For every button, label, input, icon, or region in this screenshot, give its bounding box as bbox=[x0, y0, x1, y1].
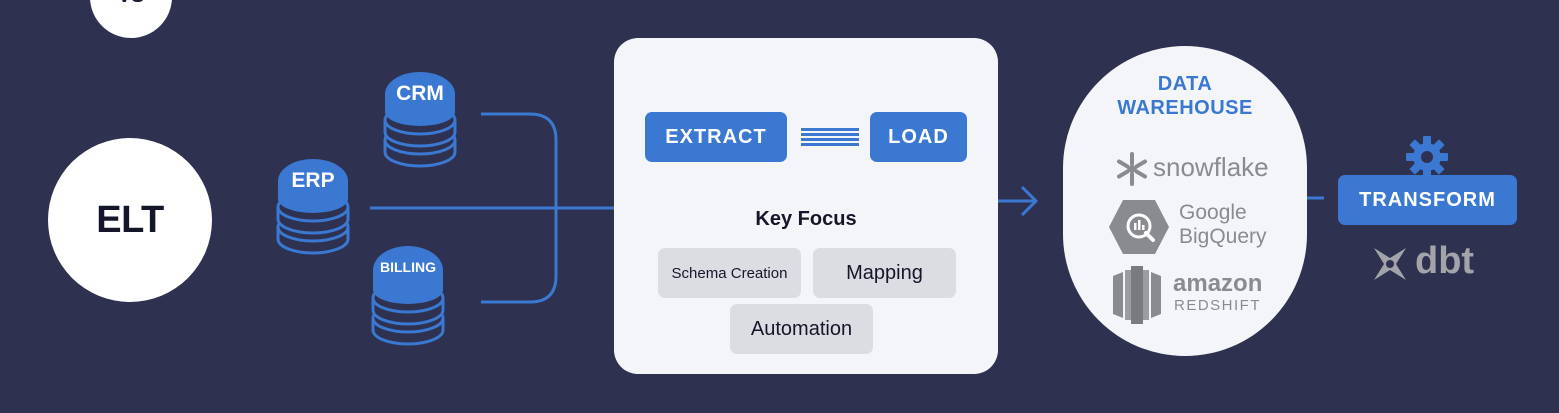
vs-label: VS bbox=[90, 0, 172, 8]
elt-badge: ELT bbox=[48, 138, 212, 302]
snowflake-text: snowflake bbox=[1153, 152, 1269, 182]
transform-step: TRANSFORM bbox=[1338, 175, 1517, 225]
snowflake-logo: snowflake bbox=[1115, 150, 1275, 186]
focus-chip-schema-creation: Schema Creation bbox=[658, 248, 801, 298]
database-icon bbox=[371, 246, 445, 346]
focus-chip-automation: Automation bbox=[730, 304, 873, 354]
gear-icon bbox=[1406, 136, 1448, 178]
pipeline-card: EXTRACT LOAD Key Focus Schema Creation M… bbox=[614, 38, 998, 374]
load-step: LOAD bbox=[870, 112, 967, 162]
erp-label: ERP bbox=[291, 169, 335, 192]
bigquery-logo: Google BigQuery bbox=[1107, 198, 1277, 256]
warehouse-title-line1: DATA bbox=[1157, 73, 1213, 95]
warehouse-title: DATA WAREHOUSE bbox=[1063, 72, 1307, 120]
data-warehouse-panel: DATA WAREHOUSE snowflake Google bbox=[1063, 46, 1307, 356]
extract-step: EXTRACT bbox=[645, 112, 787, 162]
elt-label: ELT bbox=[96, 198, 164, 241]
crm-database: CRM bbox=[383, 66, 457, 170]
erp-database: ERP bbox=[276, 153, 350, 257]
dbt-icon bbox=[1374, 248, 1406, 280]
bigquery-text-line1: Google bbox=[1179, 201, 1247, 224]
bigquery-text-line2: BigQuery bbox=[1179, 225, 1267, 248]
dbt-text: dbt bbox=[1415, 240, 1475, 282]
redshift-logo: amazon REDSHIFT bbox=[1111, 266, 1281, 324]
billing-database: BILLING bbox=[371, 240, 445, 348]
database-icon bbox=[276, 159, 350, 255]
key-focus-heading: Key Focus bbox=[755, 208, 857, 230]
bigquery-icon bbox=[1109, 200, 1169, 254]
focus-chip-mapping: Mapping bbox=[813, 248, 956, 298]
warehouse-title-line2: WAREHOUSE bbox=[1117, 97, 1253, 119]
billing-label: BILLING bbox=[380, 259, 436, 275]
crm-label: CRM bbox=[396, 82, 444, 105]
redshift-icon bbox=[1113, 266, 1161, 324]
equals-icon bbox=[801, 128, 859, 146]
snowflake-icon bbox=[1117, 152, 1147, 186]
database-icon bbox=[383, 72, 457, 168]
redshift-text: REDSHIFT bbox=[1174, 297, 1261, 314]
amazon-text: amazon bbox=[1173, 270, 1263, 297]
